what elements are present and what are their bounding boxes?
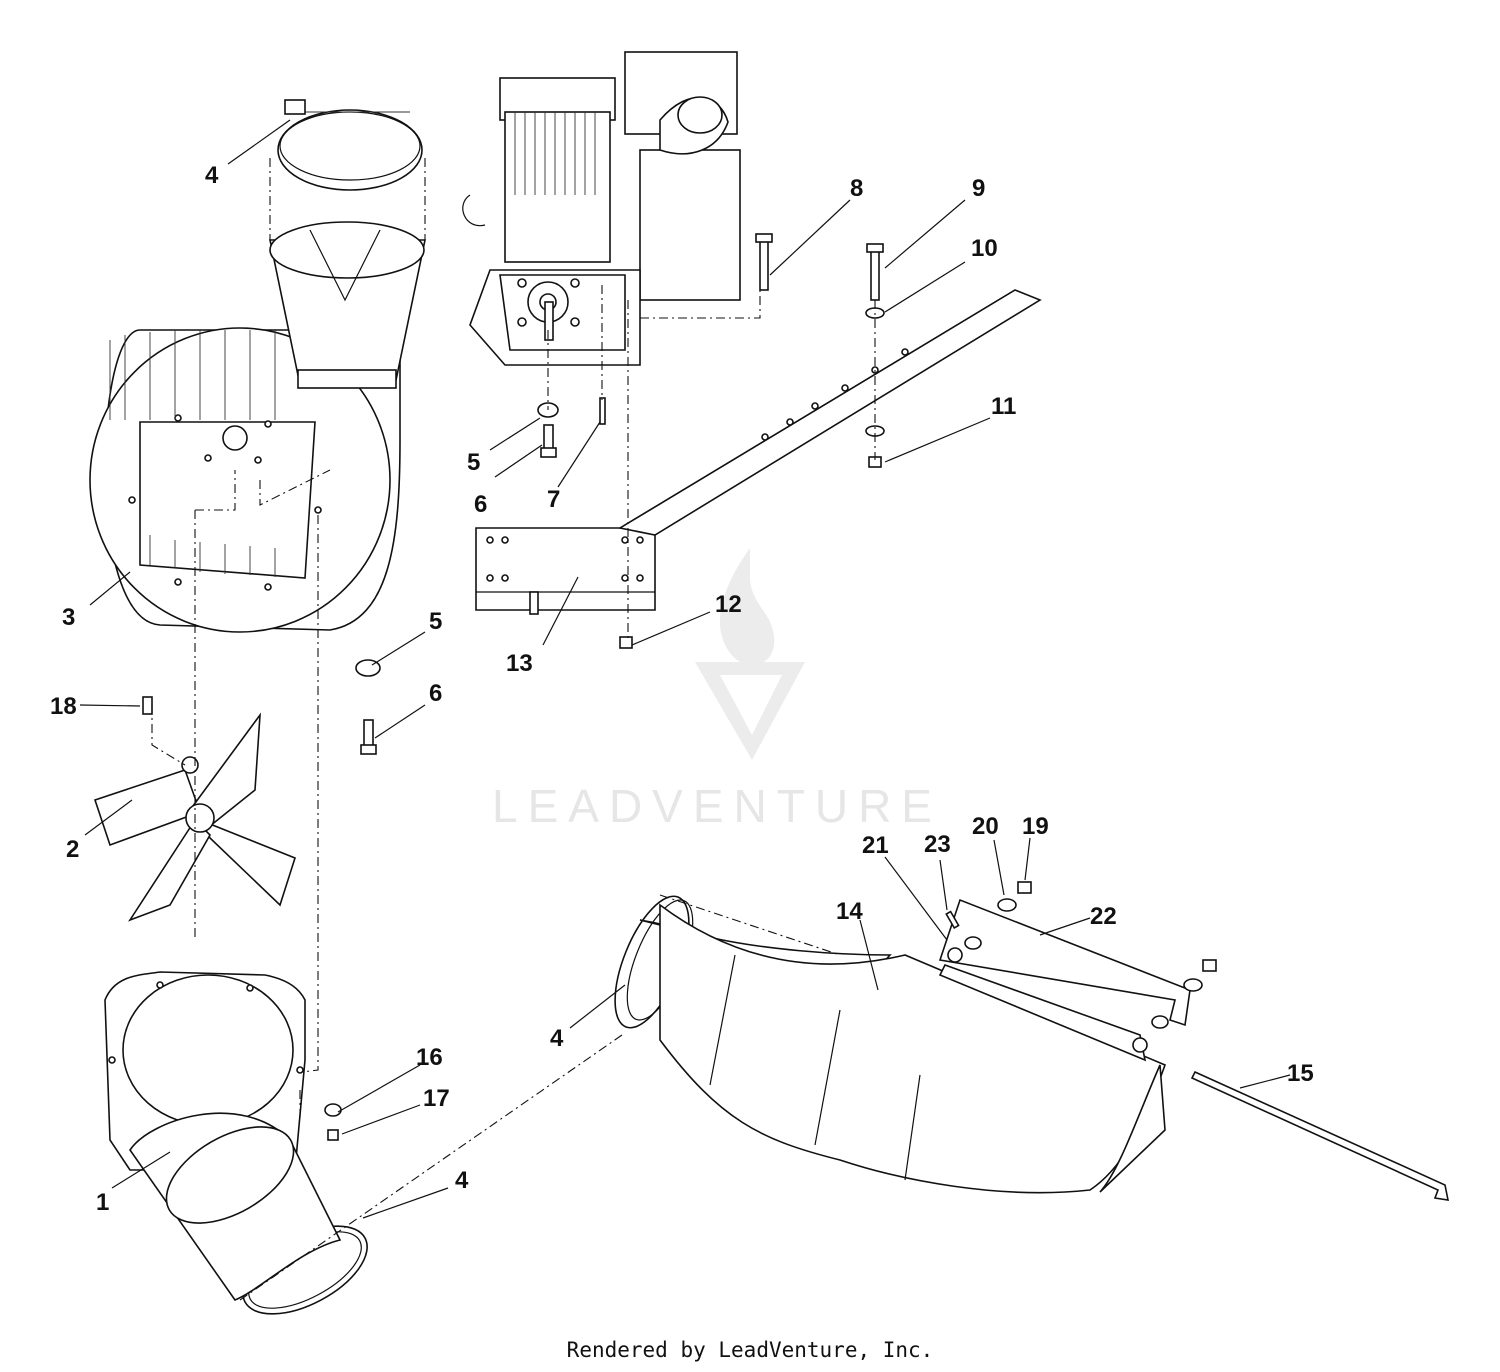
callout-4-discharge-clamp: 4 — [550, 1025, 564, 1052]
callout-14-discharge-chute: 14 — [836, 898, 863, 925]
housing-scroll-ribs — [109, 330, 276, 577]
callout-10-washer: 10 — [971, 235, 998, 262]
engine-cooling-fins — [514, 112, 596, 195]
callout-5-lower-washer: 5 — [429, 608, 442, 635]
engine-recoil-handle — [462, 194, 486, 227]
leader-lines — [79, 119, 1291, 1219]
callout-17-nut: 17 — [423, 1085, 450, 1112]
housing-inlet-plate — [139, 421, 316, 579]
engine-assembly — [462, 51, 741, 366]
callout-9-bolt: 9 — [972, 175, 985, 202]
callout-1-lower-chute: 1 — [96, 1189, 109, 1216]
callout-4-top-clamp: 4 — [205, 162, 219, 189]
crankshaft-shaft — [544, 301, 554, 341]
callout-6-lower-bolt: 6 — [429, 680, 442, 707]
hose-clamp-top — [277, 99, 423, 191]
flame-logo-mark — [719, 548, 775, 666]
engine-fuel-tank — [639, 149, 741, 301]
engine-mount-plate — [475, 527, 656, 615]
leadventure-watermark: LEADVENTURE — [492, 548, 942, 832]
deflector-rod — [1190, 1070, 1450, 1201]
callout-19-nut: 19 — [1022, 813, 1049, 840]
callout-20-washer: 20 — [972, 813, 999, 840]
deflector-bracket — [938, 898, 1191, 1062]
muffler-cap — [677, 96, 723, 134]
callout-18-set-screw: 18 — [50, 693, 77, 720]
callout-12-nut: 12 — [715, 591, 742, 618]
callout-3-blower-housing: 3 — [62, 604, 75, 631]
engine-cylinder-block — [504, 111, 611, 263]
callout-7-key: 7 — [547, 486, 560, 513]
intake-hopper — [269, 158, 426, 389]
callout-15-rod: 15 — [1287, 1060, 1314, 1087]
callout-23-pin: 23 — [924, 831, 951, 858]
discharge-chute — [639, 903, 1167, 1194]
callout-6-upper-bolt: 6 — [474, 491, 487, 518]
lower-chute — [104, 971, 342, 1301]
frame-tube — [617, 289, 1042, 536]
blower-housing — [89, 327, 401, 633]
callout-4-bottom-clamp: 4 — [455, 1167, 469, 1194]
hardware — [142, 233, 1217, 1141]
v-logo-mark — [695, 662, 805, 760]
callout-16-washer: 16 — [416, 1044, 443, 1071]
callout-2-impeller: 2 — [66, 836, 79, 863]
watermark-text: LEADVENTURE — [492, 780, 942, 832]
callout-5-upper-washer: 5 — [467, 449, 480, 476]
callout-13-mount-plate: 13 — [506, 650, 533, 677]
callout-labels: 4 3 2 1 4 4 5 6 7 5 6 8 9 10 11 12 13 14… — [50, 162, 1314, 1216]
impeller — [93, 712, 296, 922]
rendered-by-footer: Rendered by LeadVenture, Inc. — [566, 1338, 934, 1362]
callout-21-bolt: 21 — [862, 832, 889, 859]
callout-8-bolt: 8 — [850, 175, 863, 202]
callout-11-nut: 11 — [991, 393, 1016, 420]
assembly-centerlines — [151, 285, 876, 1301]
callout-22-bracket: 22 — [1090, 903, 1117, 930]
